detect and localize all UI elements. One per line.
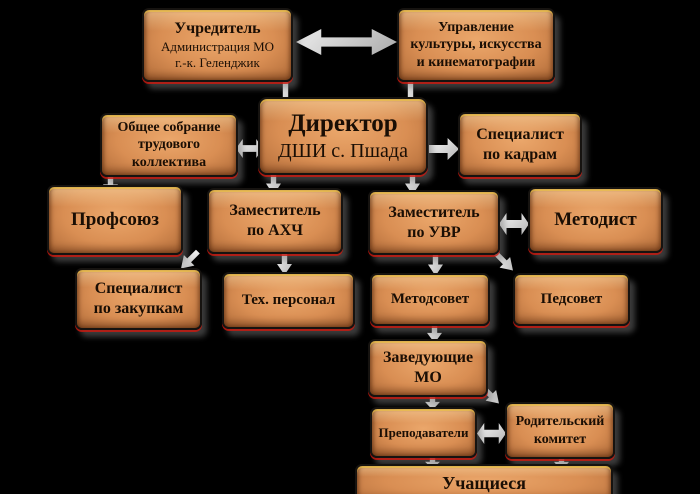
connector-teachers-parents-arrow [477, 423, 506, 444]
node-methodist: Методист [528, 187, 663, 253]
node-director-title: Директор [288, 109, 398, 137]
node-tech-staff: Тех. персонал [222, 272, 355, 329]
node-ped-council: Педсовет [513, 273, 630, 326]
connector-director-hr-arrow [429, 138, 459, 160]
node-assembly-line: коллектива [131, 154, 207, 170]
node-ped-council-label: Педсовет [540, 291, 603, 308]
node-director-subtitle: ДШИ с. Пшада [278, 140, 408, 163]
node-uvr-line: по УВР [407, 223, 461, 241]
node-founder-line: г.-к. Геленджик [175, 54, 260, 70]
node-mo-heads-line: МО [414, 369, 442, 386]
node-culture-line: Управление [438, 20, 514, 36]
node-parents-line: комитет [533, 431, 587, 447]
node-union: Профсоюз [47, 185, 183, 255]
node-deputy-ahch: Заместитель по АХЧ [207, 188, 343, 254]
node-ahch-line: Заместитель [229, 202, 321, 220]
node-staff-assembly: Общее собрание трудового коллектива [100, 113, 238, 177]
node-tech-label: Тех. персонал [241, 292, 336, 309]
node-hr-line: Специалист [476, 125, 564, 143]
node-hr-line: по кадрам [482, 145, 558, 163]
node-procurement-specialist: Специалист по закупкам [75, 268, 202, 330]
node-director: Директор ДШИ с. Пшада [258, 97, 428, 175]
node-culture-line: и кинематографии [416, 54, 536, 70]
node-founder-title: Учредитель [174, 20, 261, 38]
node-method-council: Методсовет [370, 273, 490, 326]
node-teachers: Преподаватели [370, 407, 477, 458]
node-mo-heads-line: Заведующие [382, 349, 474, 367]
node-founder-line: Администрация МО [160, 38, 275, 54]
node-teachers-label: Преподаватели [378, 424, 469, 440]
node-method-council-label: Методсовет [390, 291, 470, 308]
connector-assembly-director-arrow [236, 139, 263, 158]
node-students: Учащиеся [355, 464, 613, 494]
node-procurement-line: по закупкам [93, 300, 184, 317]
node-hr-specialist: Специалист по кадрам [458, 112, 582, 177]
node-culture-department: Управление культуры, искусства и кинемат… [397, 8, 555, 82]
node-ahch-line: по АХЧ [246, 222, 304, 239]
node-assembly-line: трудового [138, 137, 200, 153]
connector-uvr-methodist-arrow [499, 213, 529, 235]
node-methodist-label: Методист [554, 209, 637, 231]
node-mo-heads: Заведующие МО [368, 339, 488, 397]
node-assembly-line: Общее собрание [117, 120, 221, 136]
node-students-label: Учащиеся [442, 473, 526, 494]
node-procurement-line: Специалист [94, 280, 183, 298]
node-parent-committee: Родительский комитет [505, 402, 615, 459]
node-culture-line: культуры, искусства [410, 37, 542, 53]
node-parents-line: Родительский [515, 414, 605, 430]
connector-founder-culture-arrow [296, 29, 397, 55]
node-union-label: Профсоюз [70, 209, 160, 231]
node-founder: Учредитель Администрация МО г.-к. Геленд… [142, 8, 293, 82]
node-deputy-uvr: Заместитель по УВР [368, 190, 500, 255]
node-uvr-line: Заместитель [388, 203, 480, 221]
